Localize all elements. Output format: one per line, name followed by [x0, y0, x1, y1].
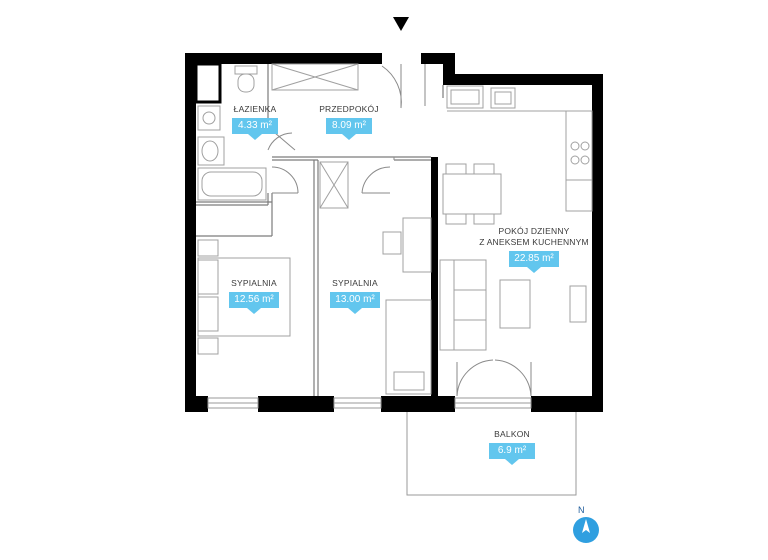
partitions [196, 64, 444, 396]
area-badge: 22.85 m² [509, 251, 559, 273]
area-badge: 13.00 m² [330, 292, 380, 314]
room-name: PRZEDPOKÓJ [319, 104, 379, 114]
room-name: POKÓJ DZIENNY Z ANEKSEM KUCHENNYM [479, 226, 589, 247]
room-balkon: BALKON 6.9 m² [472, 429, 552, 465]
windows [207, 397, 532, 409]
room-sypialnia-2: SYPIALNIA 13.00 m² [312, 278, 398, 314]
area-badge: 4.33 m² [232, 118, 278, 140]
room-name: SYPIALNIA [231, 278, 277, 288]
balcony-outline [406, 410, 577, 496]
room-sypialnia-1: SYPIALNIA 12.56 m² [211, 278, 297, 314]
entrance-arrow-icon [393, 17, 409, 31]
compass-icon: N [573, 505, 599, 543]
room-name: SYPIALNIA [332, 278, 378, 288]
area-badge: 8.09 m² [326, 118, 372, 140]
room-lazienka: ŁAZIENKA 4.33 m² [217, 104, 293, 140]
room-przedpokoj: PRZEDPOKÓJ 8.09 m² [306, 104, 392, 140]
room-name: BALKON [494, 429, 530, 439]
area-badge: 12.56 m² [229, 292, 279, 314]
area-badge: 6.9 m² [489, 443, 535, 465]
room-pokoj-dzienny: POKÓJ DZIENNY Z ANEKSEM KUCHENNYM 22.85 … [466, 226, 602, 273]
compass-label: N [578, 505, 585, 515]
room-name: ŁAZIENKA [233, 104, 277, 114]
walls [185, 53, 603, 412]
furniture [197, 63, 593, 395]
